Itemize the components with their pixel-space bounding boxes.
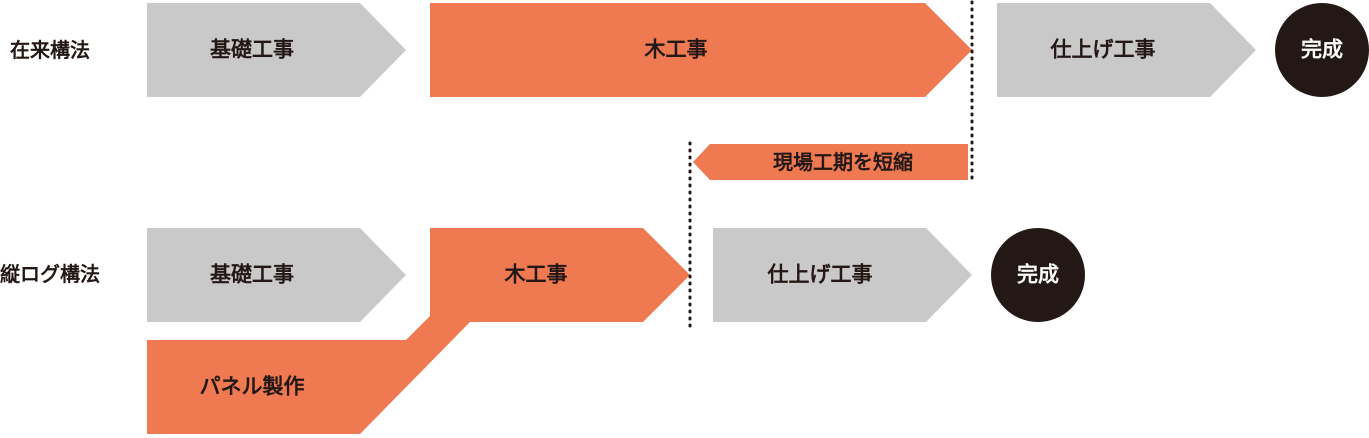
tate-finishing-label: 仕上げ工事 [767, 262, 873, 287]
conv-complete-label: 完成 [1301, 37, 1343, 62]
conv-foundation-label: 基礎工事 [210, 37, 294, 62]
row-label-tategumi: 縦ログ構法 [0, 262, 100, 286]
shorten-label: 現場工期を短縮 [773, 150, 913, 174]
tate-finishing-arrow [713, 228, 972, 322]
row-label-conventional: 在来構法 [10, 38, 90, 62]
tate-panel-label: パネル製作 [199, 374, 305, 399]
conv-complete-circle [1275, 3, 1369, 97]
tate-foundation-arrow [147, 228, 406, 322]
conv-carpentry-arrow [430, 3, 972, 97]
tate-carpentry-label: 木工事 [504, 262, 568, 287]
tate-foundation-label: 基礎工事 [210, 262, 294, 287]
shorten-arrow [693, 144, 968, 180]
conv-finishing-arrow [997, 3, 1256, 97]
conv-carpentry-label: 木工事 [644, 37, 708, 62]
conv-finishing-label: 仕上げ工事 [1050, 37, 1156, 62]
tate-complete-circle [991, 228, 1085, 322]
conv-foundation-arrow [147, 3, 406, 97]
tate-complete-label: 完成 [1017, 262, 1059, 287]
tate-carpentry-panel-shape [147, 228, 690, 434]
